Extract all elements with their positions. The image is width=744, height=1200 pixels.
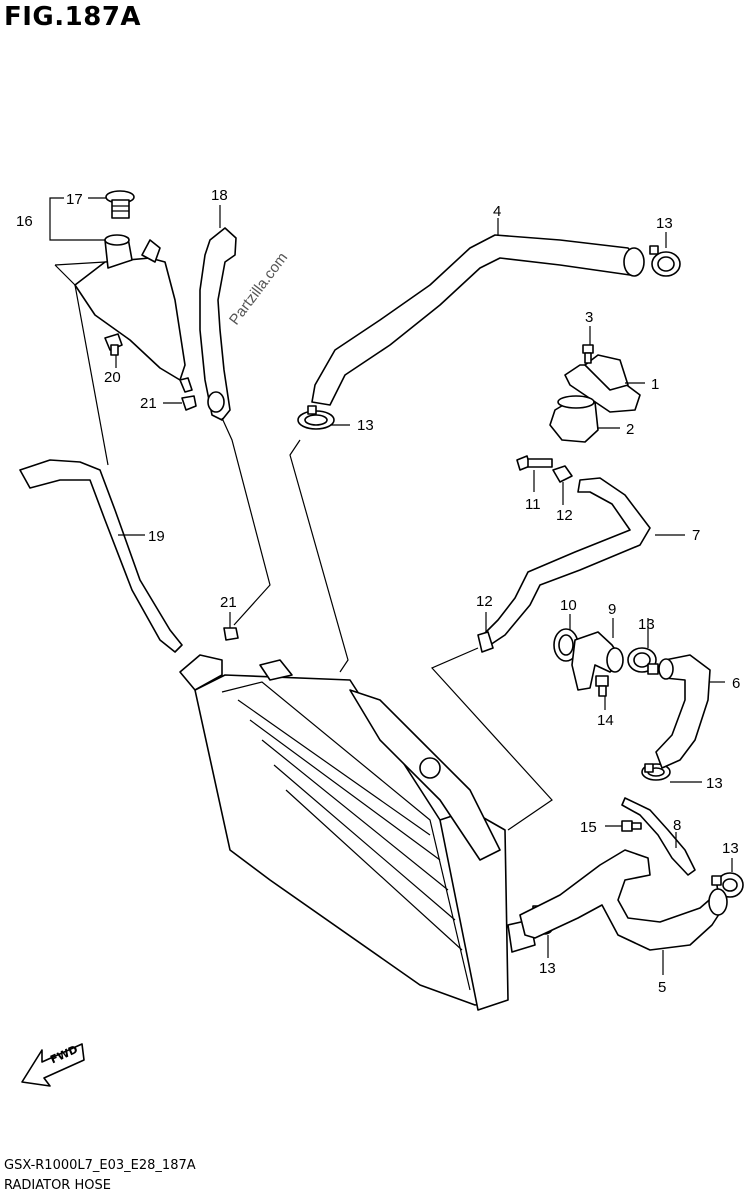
breather-hose-19 bbox=[19, 459, 183, 653]
callout-12-upper: 12 bbox=[556, 507, 573, 524]
callout-21-upper: 21 bbox=[140, 395, 157, 412]
bolt-11 bbox=[516, 455, 553, 471]
callout-17: 17 bbox=[66, 191, 83, 208]
callout-3: 3 bbox=[585, 309, 593, 326]
callout-5: 5 bbox=[658, 979, 666, 996]
callout-20: 20 bbox=[104, 369, 121, 386]
clip-21-upper bbox=[181, 395, 197, 411]
callout-21-lower: 21 bbox=[220, 594, 237, 611]
bolt-20 bbox=[104, 333, 123, 356]
callout-12-lower: 12 bbox=[476, 593, 493, 610]
bolt-15 bbox=[621, 820, 642, 832]
callout-4: 4 bbox=[493, 203, 501, 220]
callout-13-d: 13 bbox=[706, 775, 723, 792]
callout-15: 15 bbox=[580, 819, 597, 836]
thermostat-cover-1 bbox=[564, 354, 641, 413]
upper-hose-4 bbox=[311, 234, 645, 406]
fwd-arrow-icon: FWD bbox=[21, 1043, 85, 1087]
callout-18: 18 bbox=[211, 187, 228, 204]
callout-13-a: 13 bbox=[656, 215, 673, 232]
clamp-12-lower bbox=[477, 631, 494, 653]
bolt-14 bbox=[595, 675, 609, 697]
clamp-13-c bbox=[627, 647, 659, 675]
o-ring-10 bbox=[553, 628, 579, 662]
overflow-hose-18 bbox=[199, 227, 237, 421]
callout-labels: 1 2 3 4 5 6 7 8 9 10 11 12 12 13 13 13 1… bbox=[16, 187, 740, 996]
diagram-code: GSX-R1000L7_E03_E28_187A bbox=[4, 1158, 196, 1173]
reservoir-cap bbox=[105, 190, 135, 219]
clip-21-lower bbox=[223, 627, 239, 641]
reservoir-tank bbox=[74, 234, 193, 393]
thermostat-2 bbox=[549, 395, 599, 443]
hose-7 bbox=[483, 477, 651, 646]
bolt-3 bbox=[582, 344, 594, 364]
fitting-9 bbox=[571, 631, 624, 691]
diagram-name: RADIATOR HOSE bbox=[4, 1178, 111, 1193]
callout-13-e: 13 bbox=[722, 840, 739, 857]
callout-8: 8 bbox=[673, 817, 681, 834]
callout-7: 7 bbox=[692, 527, 700, 544]
lower-hose-5 bbox=[519, 849, 728, 951]
clamp-13-a bbox=[649, 245, 681, 277]
callout-16: 16 bbox=[16, 213, 33, 230]
callout-14: 14 bbox=[597, 712, 614, 729]
callout-9: 9 bbox=[608, 601, 616, 618]
bracket-8 bbox=[621, 797, 696, 876]
hose-6 bbox=[655, 654, 711, 769]
clamp-13-b bbox=[297, 405, 335, 430]
callout-13-f: 13 bbox=[539, 960, 556, 977]
clamp-12-upper bbox=[552, 465, 573, 483]
callout-2: 2 bbox=[626, 421, 634, 438]
radiator bbox=[179, 654, 536, 1011]
callout-13-b: 13 bbox=[357, 417, 374, 434]
callout-19: 19 bbox=[148, 528, 165, 545]
figure-title: FIG.187A bbox=[4, 2, 142, 32]
leader-lines bbox=[49, 197, 733, 975]
callout-6: 6 bbox=[732, 675, 740, 692]
callout-10: 10 bbox=[560, 597, 577, 614]
callout-1: 1 bbox=[651, 376, 659, 393]
callout-13-c: 13 bbox=[638, 616, 655, 633]
callout-11: 11 bbox=[525, 496, 541, 513]
